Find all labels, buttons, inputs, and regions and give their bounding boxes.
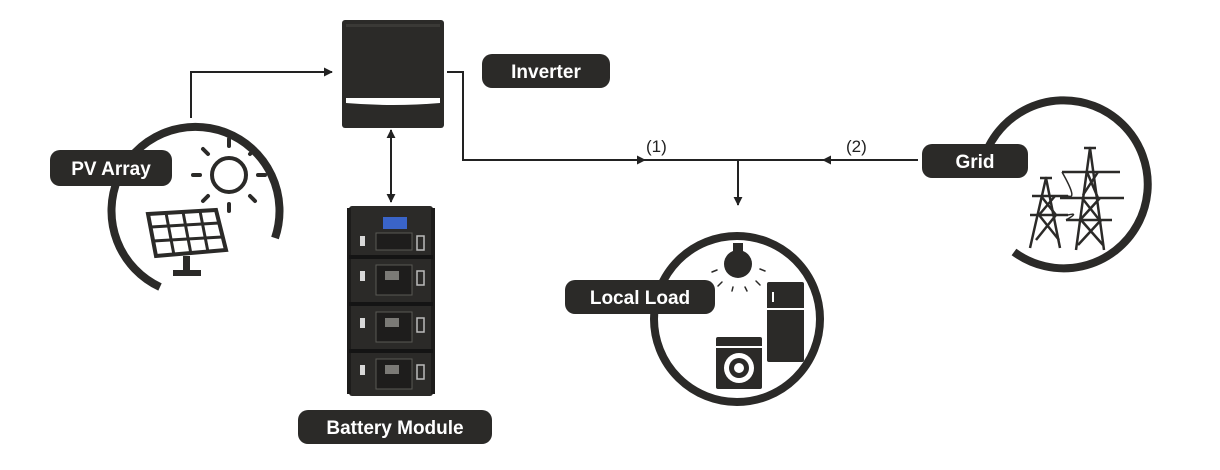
pv-to-inverter-line xyxy=(190,67,333,118)
refrigerator-icon xyxy=(767,282,804,362)
sun-icon xyxy=(191,137,267,213)
pv-array-label: PV Array xyxy=(71,159,151,180)
battery-module-label: Battery Module xyxy=(326,418,463,439)
grid-label: Grid xyxy=(955,152,994,173)
flow-label-2: (2) xyxy=(846,137,867,156)
light-bulb-icon xyxy=(711,243,766,292)
inverter-label-pill xyxy=(482,54,610,88)
local-load-label: Local Load xyxy=(590,288,690,309)
inverter-node: Inverter xyxy=(342,20,610,128)
grid-node: Grid xyxy=(922,96,1152,273)
pv-array-node: PV Array xyxy=(50,122,284,291)
inverter-icon xyxy=(342,20,444,128)
washing-machine-icon xyxy=(716,337,762,389)
battery-module-label-pill xyxy=(298,410,492,444)
pv-array-ring xyxy=(107,122,284,291)
grid-label-pill xyxy=(922,144,1028,178)
battery-module-node: Battery Module xyxy=(298,206,492,444)
inverter-label: Inverter xyxy=(511,62,581,83)
grid-ring xyxy=(978,96,1152,273)
pv-array-label-pill xyxy=(50,150,172,186)
local-load-node: Local Load xyxy=(565,232,824,406)
connections xyxy=(190,67,918,206)
transmission-tower-icon xyxy=(1028,146,1124,251)
battery-rack-icon xyxy=(347,206,435,396)
flow-label-1: (1) xyxy=(646,137,667,156)
local-load-label-pill xyxy=(565,280,715,314)
solar-panel-icon xyxy=(145,207,229,276)
local-load-ring xyxy=(650,232,824,406)
